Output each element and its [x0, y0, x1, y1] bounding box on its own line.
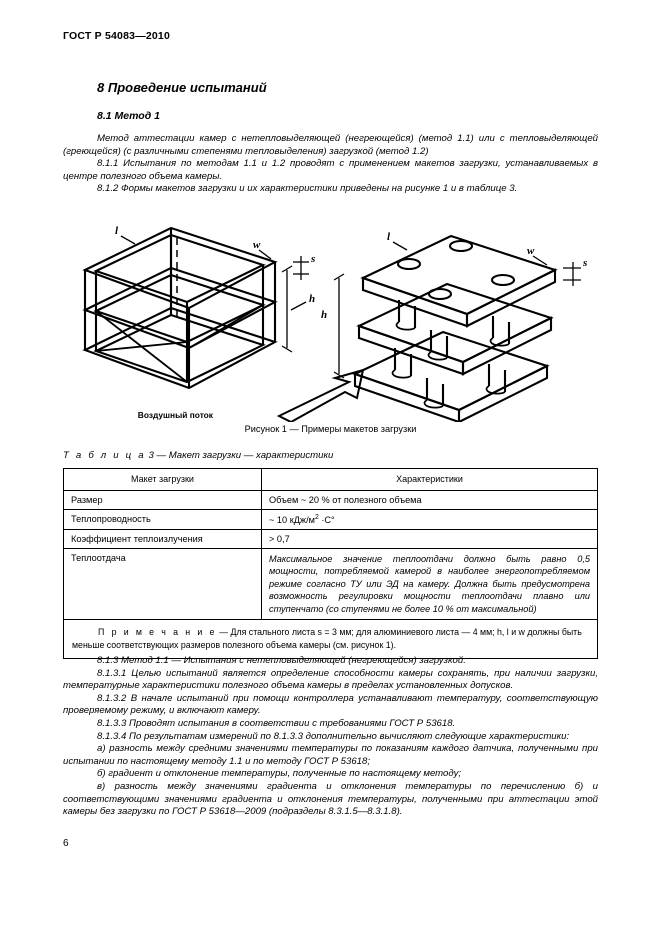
note-text: — Для стального листа s = 3 мм; для алюм… [72, 627, 582, 650]
label-height-left: h [309, 293, 315, 305]
paragraph-8-1-3-1: 8.1.3.1 Целью испытаний является определ… [63, 667, 598, 692]
table-title-rest: 3 — Макет загрузки — характеристики [148, 450, 334, 461]
paragraph-item-v: в) разность между значениями градиента и… [63, 780, 598, 818]
row-value-emissivity-coefficient: > 0,7 [261, 529, 598, 550]
subsection-heading: 8.1 Метод 1 [97, 110, 160, 122]
paragraph-8-1-1: 8.1.1 Испытания по методам 1.1 и 1.2 про… [63, 158, 598, 182]
label-length-right: l [387, 231, 391, 243]
label-thickness-right: s [582, 257, 587, 269]
table-note-row: П р и м е ч а н и е — Для стального лист… [63, 619, 598, 659]
row-label-size: Размер [63, 490, 262, 510]
paragraph-8-1-2: 8.1.2 Формы макетов загрузки и их характ… [97, 183, 518, 195]
table-title-prefix: Т а б л и ц а [63, 450, 146, 461]
value-superscript: 2 [314, 514, 319, 521]
paragraph-8-1-3-2: 8.1.3.2 В начале испытаний при помощи ко… [63, 692, 598, 717]
row-value-heat-transfer: Максимальное значение теплоотдачи должно… [261, 548, 598, 621]
paragraph-item-a: а) разность между средними значениями те… [63, 743, 598, 767]
closing-paragraphs: 8.1.3 Метод 1.1 — Испытания с нетепловыд… [63, 655, 598, 819]
column-header-mockup: Макет загрузки [63, 468, 262, 491]
row-label-emissivity-coefficient: Коэффициент теплоизлучения [63, 529, 262, 550]
table-title: Т а б л и ц а 3 — Макет загрузки — харак… [63, 450, 333, 461]
intro-paragraphs: Метод аттестации камер с нетепловыделяющ… [63, 133, 598, 196]
table-row: Теплопроводность ~ 10 кДж/м2 ·С° [63, 508, 598, 531]
table-row: Размер Объем ~ 20 % от полезного объема [63, 490, 598, 510]
table-note: П р и м е ч а н и е — Для стального лист… [63, 619, 598, 659]
row-value-thermal-conductivity: ~ 10 кДж/м2 ·С° [261, 508, 598, 531]
left-dimension-leaders [120, 235, 309, 353]
stacked-plates-mockup-diagram [352, 234, 558, 424]
spacer-cylinders [391, 300, 511, 409]
paragraph-item-b: б) градиент и отклонение температуры, по… [97, 768, 462, 780]
label-height-right: h [321, 309, 327, 321]
standard-header: ГОСТ Р 54083—2010 [63, 30, 171, 42]
value-prefix: ~ 10 кДж/м [269, 515, 315, 526]
paragraph-8-1-3-3: 8.1.3.3 Проводят испытания в соответстви… [97, 717, 456, 729]
label-width-right: w [527, 245, 535, 257]
airflow-arrow-icon [276, 368, 365, 424]
table-3-loading-mockup-characteristics: Макет загрузки Характеристики Размер Объ… [63, 468, 598, 659]
figure-caption: Рисунок 1 — Примеры макетов загрузки [244, 424, 417, 434]
row-label-heat-transfer: Теплоотдача [63, 548, 262, 621]
column-header-characteristics: Характеристики [261, 468, 598, 491]
value-suffix: ·С° [318, 515, 335, 526]
figure-svg: l w s h l w s h Воздушный поток [82, 225, 587, 424]
paragraph-8-1-3-4: 8.1.3.4 По результатам измерений по 8.1.… [97, 730, 570, 742]
row-label-thermal-conductivity: Теплопроводность [63, 508, 262, 531]
table-row: Теплоотдача Максимальное значение теплоо… [63, 548, 598, 621]
right-dimension-leaders [276, 241, 581, 424]
label-width-left: w [253, 239, 261, 251]
frame-mockup-diagram [82, 226, 278, 390]
paragraph-8-1-3: 8.1.3 Метод 1.1 — Испытания с нетепловыд… [97, 655, 466, 666]
row-value-size: Объем ~ 20 % от полезного объема [261, 490, 598, 510]
paragraph-intro: Метод аттестации камер с нетепловыделяющ… [63, 133, 598, 157]
table-header-row: Макет загрузки Характеристики [63, 468, 598, 491]
airflow-label: Воздушный поток [138, 410, 214, 420]
label-length-left: l [115, 225, 119, 237]
figure-1-loading-mockups: l w s h l w s h Воздушный поток [63, 222, 598, 424]
section-heading: 8 Проведение испытаний [97, 80, 267, 95]
label-thickness-left: s [310, 253, 315, 265]
page-number: 6 [63, 838, 69, 849]
note-lead: П р и м е ч а н и е [98, 627, 217, 638]
table-row: Коэффициент теплоизлучения > 0,7 [63, 529, 598, 550]
